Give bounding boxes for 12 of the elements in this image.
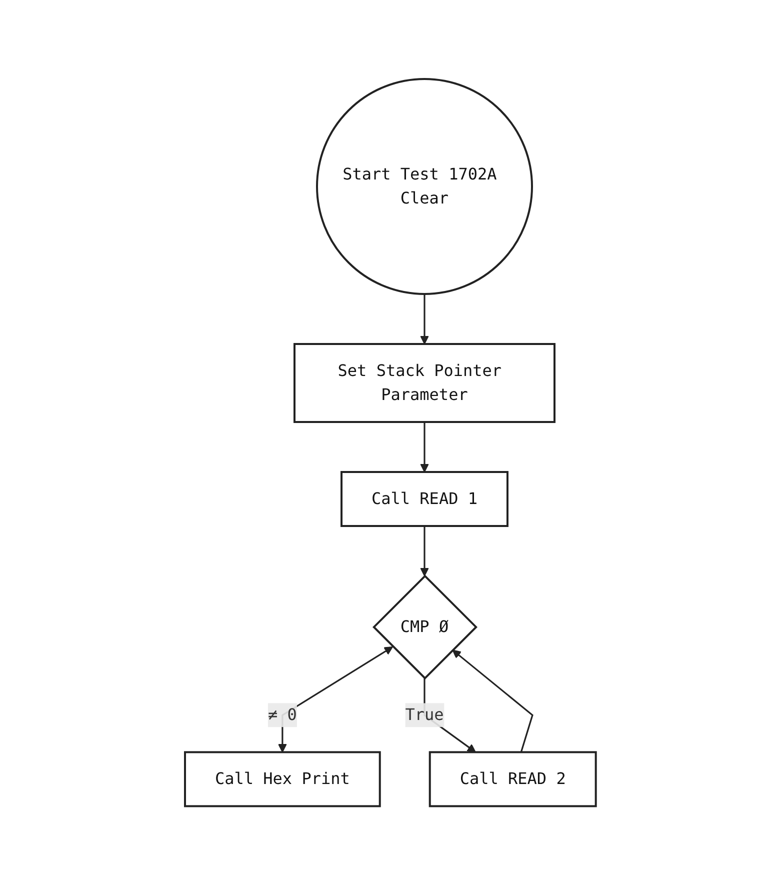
node-box: Call READ 2 — [428, 752, 596, 808]
arrow — [420, 422, 428, 473]
edge-label: True — [404, 706, 444, 725]
arrow — [452, 650, 533, 753]
arrow — [420, 526, 428, 577]
node-circle: Start Test 1702A Clear — [316, 78, 533, 296]
edge-label: ≠ 0 — [268, 706, 296, 725]
node-box: Call READ 1 — [340, 471, 508, 528]
node-box: Call Hex Print — [184, 752, 380, 808]
arrow — [420, 294, 428, 345]
node-diamond: CMP Ø — [372, 575, 478, 680]
node-box: Set Stack Pointer Parameter — [293, 343, 556, 424]
